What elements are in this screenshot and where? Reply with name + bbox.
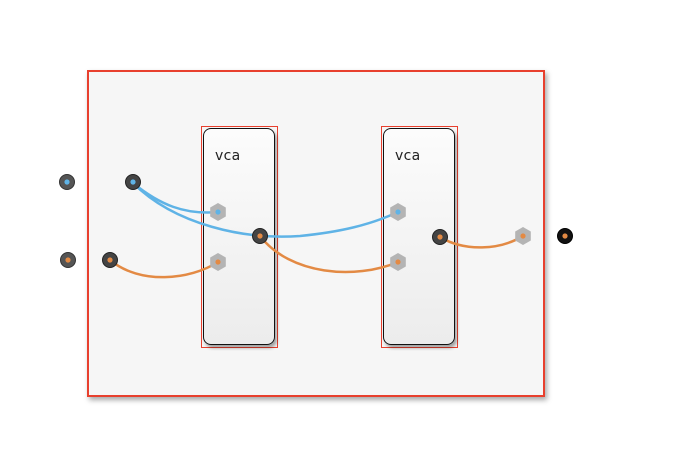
container-output-port[interactable] (515, 227, 531, 245)
patch-input-port-orange[interactable] (60, 252, 76, 268)
patch-cable-blue[interactable] (131, 181, 220, 214)
patch-cable-orange[interactable] (438, 234, 525, 249)
patch-cable-blue[interactable] (131, 181, 400, 238)
vca2-output-port[interactable] (432, 229, 448, 245)
vca2-audio-input-port[interactable] (390, 253, 406, 271)
module-title: vca (395, 148, 421, 164)
patch-cable-orange[interactable] (108, 258, 220, 279)
container-input-port-blue[interactable] (125, 174, 141, 190)
container-input-port-orange[interactable] (102, 252, 118, 268)
patch-output-port[interactable] (557, 228, 573, 244)
module-selection-outline (381, 126, 458, 348)
vca1-output-port[interactable] (252, 228, 268, 244)
vca1-audio-input-port[interactable] (210, 253, 226, 271)
vca2-cv-input-port[interactable] (390, 203, 406, 221)
module-title: vca (215, 148, 241, 164)
patch-input-port-blue[interactable] (59, 174, 75, 190)
vca1-cv-input-port[interactable] (210, 203, 226, 221)
patch-cable-orange[interactable] (258, 234, 400, 274)
